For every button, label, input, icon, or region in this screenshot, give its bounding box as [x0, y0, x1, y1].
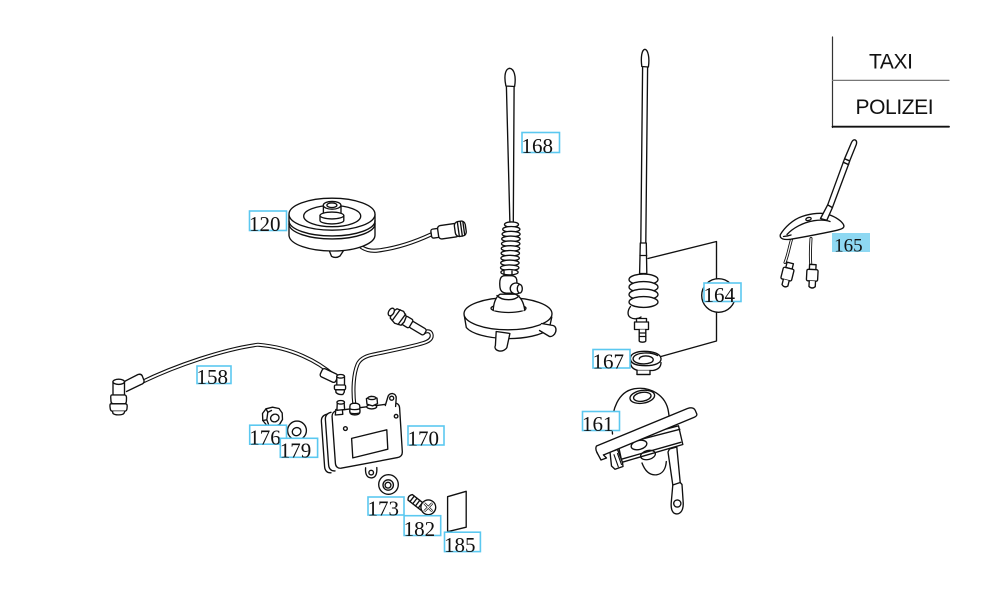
svg-text:TAXI: TAXI: [869, 51, 913, 74]
svg-text:158: 158: [197, 365, 229, 389]
svg-text:161: 161: [582, 412, 614, 436]
svg-text:POLIZEI: POLIZEI: [856, 96, 934, 119]
svg-text:165: 165: [834, 235, 863, 256]
svg-text:182: 182: [404, 517, 436, 541]
svg-text:164: 164: [704, 283, 736, 307]
svg-text:170: 170: [408, 426, 440, 450]
svg-text:168: 168: [522, 134, 554, 158]
svg-text:185: 185: [444, 533, 476, 557]
svg-text:120: 120: [249, 212, 281, 236]
svg-text:179: 179: [280, 439, 312, 463]
svg-text:176: 176: [249, 426, 281, 450]
svg-text:173: 173: [368, 496, 400, 520]
svg-text:167: 167: [593, 349, 625, 373]
